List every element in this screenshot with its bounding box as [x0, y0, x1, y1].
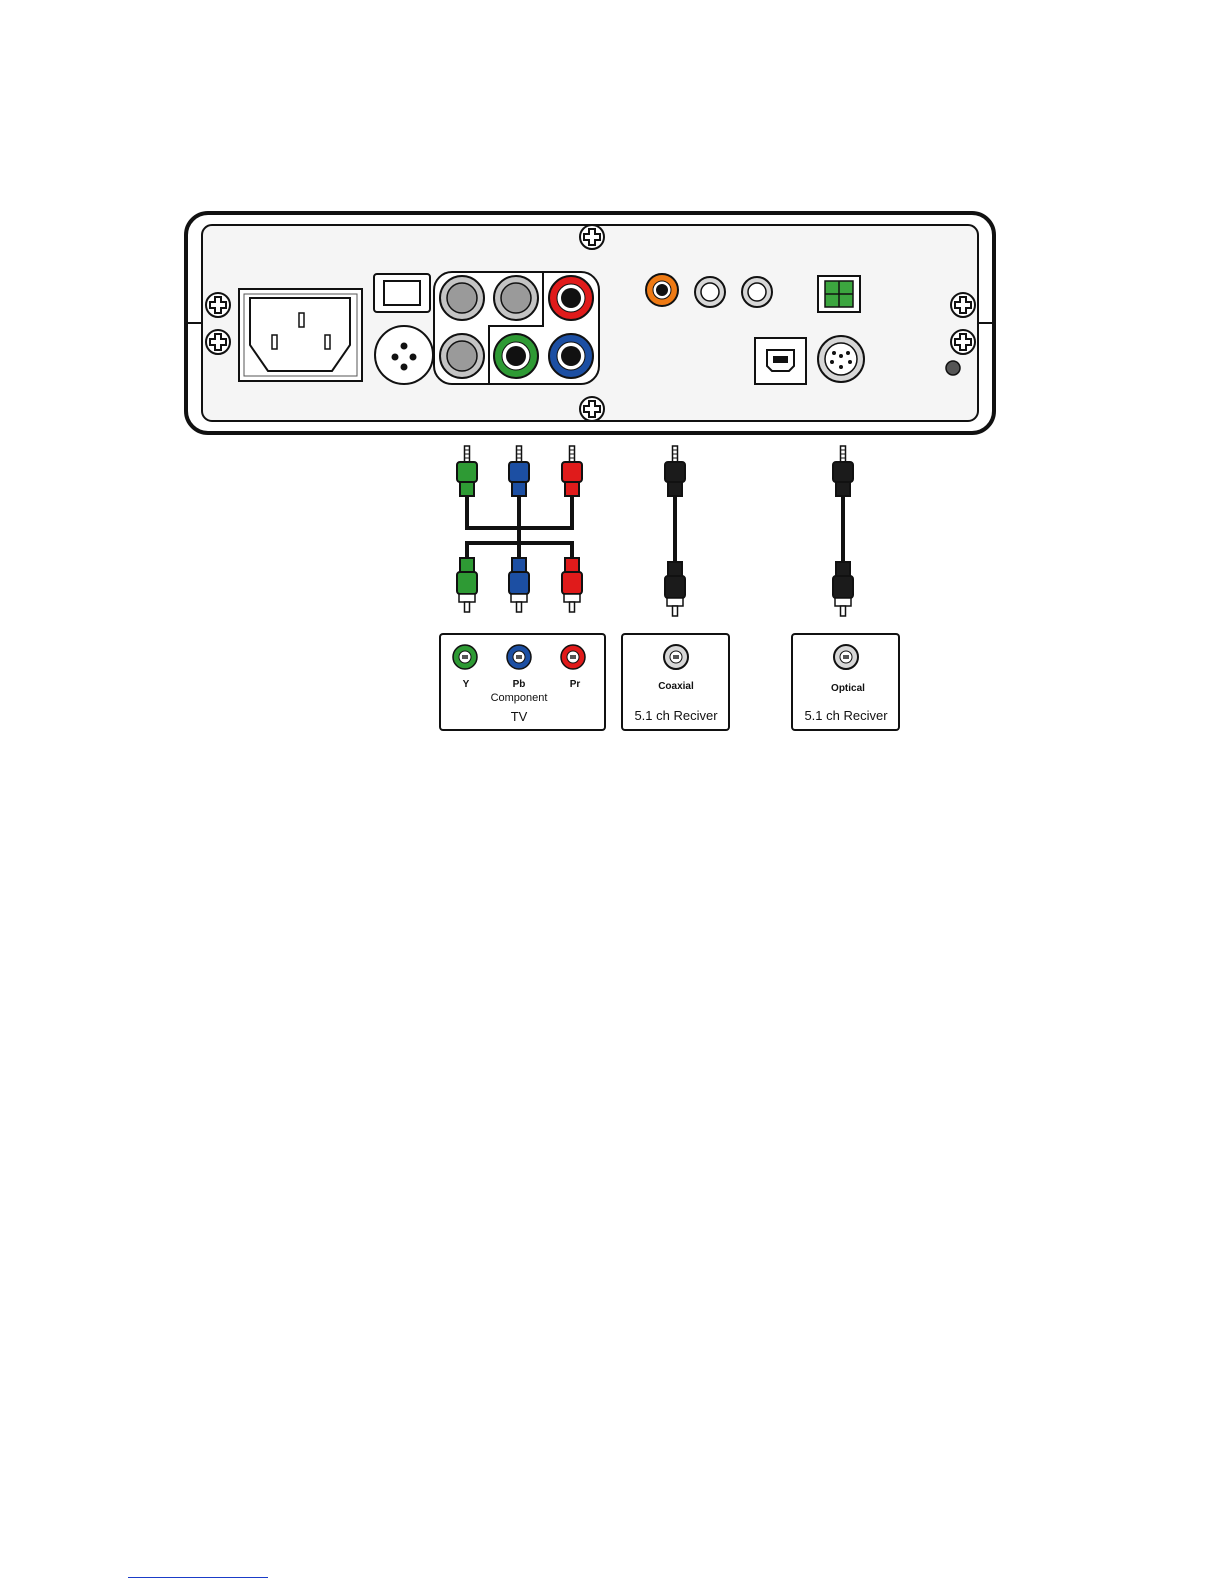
optical-port — [818, 276, 860, 312]
optical-cable — [833, 446, 853, 616]
plug-bottom-green — [457, 558, 477, 612]
tv-jack-pr — [561, 645, 585, 669]
plug-bottom-optical — [833, 562, 853, 616]
label-y: Y — [463, 679, 470, 690]
optical-receiver-box: Optical 5.1 ch Reciver — [792, 634, 899, 730]
mini-din-port — [818, 336, 864, 382]
screw-right-upper — [951, 293, 975, 317]
component-jack-block — [434, 272, 599, 384]
power-switch — [374, 274, 430, 312]
screw-left-upper — [206, 293, 230, 317]
plug-top-optical — [833, 446, 853, 502]
plug-bottom-coaxial — [665, 562, 685, 616]
audio-jack-2 — [742, 277, 772, 307]
plug-top-coaxial — [665, 446, 685, 502]
tv-jack-pb — [507, 645, 531, 669]
receiver-coaxial-jack — [664, 645, 688, 669]
usb-port — [755, 338, 806, 384]
power-inlet — [239, 289, 362, 381]
coaxial-jack — [646, 274, 678, 306]
screw-bottom — [580, 397, 604, 421]
audio-jack-1 — [695, 277, 725, 307]
screw-right-lower — [951, 330, 975, 354]
s-video-jack — [375, 326, 433, 384]
tv-component-box: Y Pb Pr Component TV — [440, 634, 605, 730]
screw-top — [580, 225, 604, 249]
label-coaxial: Coaxial — [658, 681, 694, 692]
coaxial-cable — [665, 446, 685, 616]
plug-top-blue — [509, 446, 529, 502]
label-coaxial-receiver: 5.1 ch Reciver — [634, 708, 718, 723]
label-pr: Pr — [570, 679, 581, 690]
receiver-optical-jack — [834, 645, 858, 669]
tv-jack-y — [453, 645, 477, 669]
footer-rule — [128, 1577, 268, 1578]
plug-bottom-blue — [509, 558, 529, 612]
plug-bottom-red — [562, 558, 582, 612]
rear-panel — [186, 213, 994, 433]
label-component: Component — [491, 692, 548, 704]
plug-top-red — [562, 446, 582, 502]
screw-left-lower — [206, 330, 230, 354]
label-optical-receiver: 5.1 ch Reciver — [804, 708, 888, 723]
label-tv: TV — [511, 709, 528, 724]
label-pb: Pb — [513, 679, 526, 690]
led-indicator — [946, 361, 960, 375]
coaxial-receiver-box: Coaxial 5.1 ch Reciver — [622, 634, 729, 730]
component-cable — [457, 446, 582, 612]
label-optical: Optical — [831, 683, 865, 694]
plug-top-green — [457, 446, 477, 502]
